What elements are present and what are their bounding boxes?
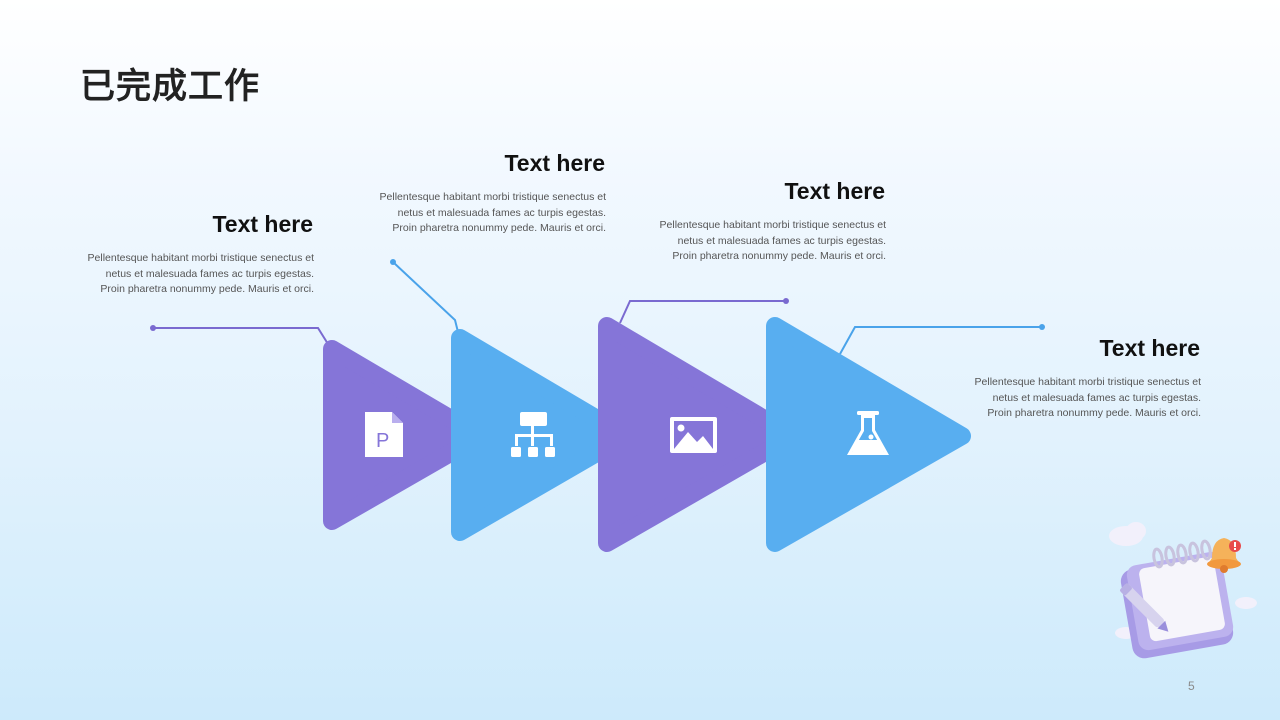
step-2-line-2: netus et malesuada fames ac turpis egest… bbox=[397, 206, 606, 219]
connector-dot-4 bbox=[1039, 324, 1045, 330]
step-3-line-3: Proin pharetra nonummy pede. Mauris et o… bbox=[672, 250, 886, 262]
image-icon bbox=[670, 417, 717, 453]
step-2-heading: Text here bbox=[504, 150, 605, 176]
connector-step-1 bbox=[153, 327, 329, 345]
arrow-triangle-1 bbox=[323, 340, 489, 530]
step-4-line-2: netus et malesuada fames ac turpis egest… bbox=[992, 391, 1201, 404]
step-3-line-2: netus et malesuada fames ac turpis egest… bbox=[677, 234, 886, 247]
step-1-line-2: netus et malesuada fames ac turpis egest… bbox=[105, 267, 314, 280]
step-4-description: Pellentesque habitant morbi tristique se… bbox=[975, 375, 1201, 422]
step-2-line-1: Pellentesque habitant morbi tristique se… bbox=[379, 191, 606, 203]
step-3-heading: Text here bbox=[784, 178, 885, 204]
connector-dot-1 bbox=[150, 325, 156, 331]
connector-step-4 bbox=[839, 326, 1042, 355]
page-title: 已完成工作 bbox=[80, 67, 261, 107]
connector-dot-3 bbox=[783, 298, 789, 304]
step-4-line-1: Pellentesque habitant morbi tristique se… bbox=[974, 376, 1201, 388]
connector-step-2 bbox=[392, 261, 459, 333]
connector-dot-2 bbox=[390, 259, 396, 265]
connector-step-3 bbox=[619, 300, 786, 324]
org-chart-icon bbox=[511, 412, 555, 457]
powerpoint-file-icon: P bbox=[365, 412, 403, 457]
notepad-with-bell-illustration bbox=[1109, 522, 1257, 659]
step-1-line-3: Proin pharetra nonummy pede. Mauris et o… bbox=[100, 283, 314, 295]
step-4-line-3: Proin pharetra nonummy pede. Mauris et o… bbox=[987, 407, 1201, 419]
step-2-description: Pellentesque habitant morbi tristique se… bbox=[380, 190, 606, 237]
step-1-heading: Text here bbox=[212, 211, 313, 237]
step-3-description: Pellentesque habitant morbi tristique se… bbox=[660, 218, 886, 265]
page-number: 5 bbox=[1188, 679, 1195, 693]
step-3-line-1: Pellentesque habitant morbi tristique se… bbox=[659, 219, 886, 231]
step-2-line-3: Proin pharetra nonummy pede. Mauris et o… bbox=[392, 222, 606, 234]
svg-text:P: P bbox=[376, 430, 389, 452]
step-4-heading: Text here bbox=[1099, 335, 1200, 361]
step-1-description: Pellentesque habitant morbi tristique se… bbox=[88, 251, 314, 298]
step-1-line-1: Pellentesque habitant morbi tristique se… bbox=[87, 252, 314, 264]
lab-flask-icon bbox=[847, 411, 889, 455]
